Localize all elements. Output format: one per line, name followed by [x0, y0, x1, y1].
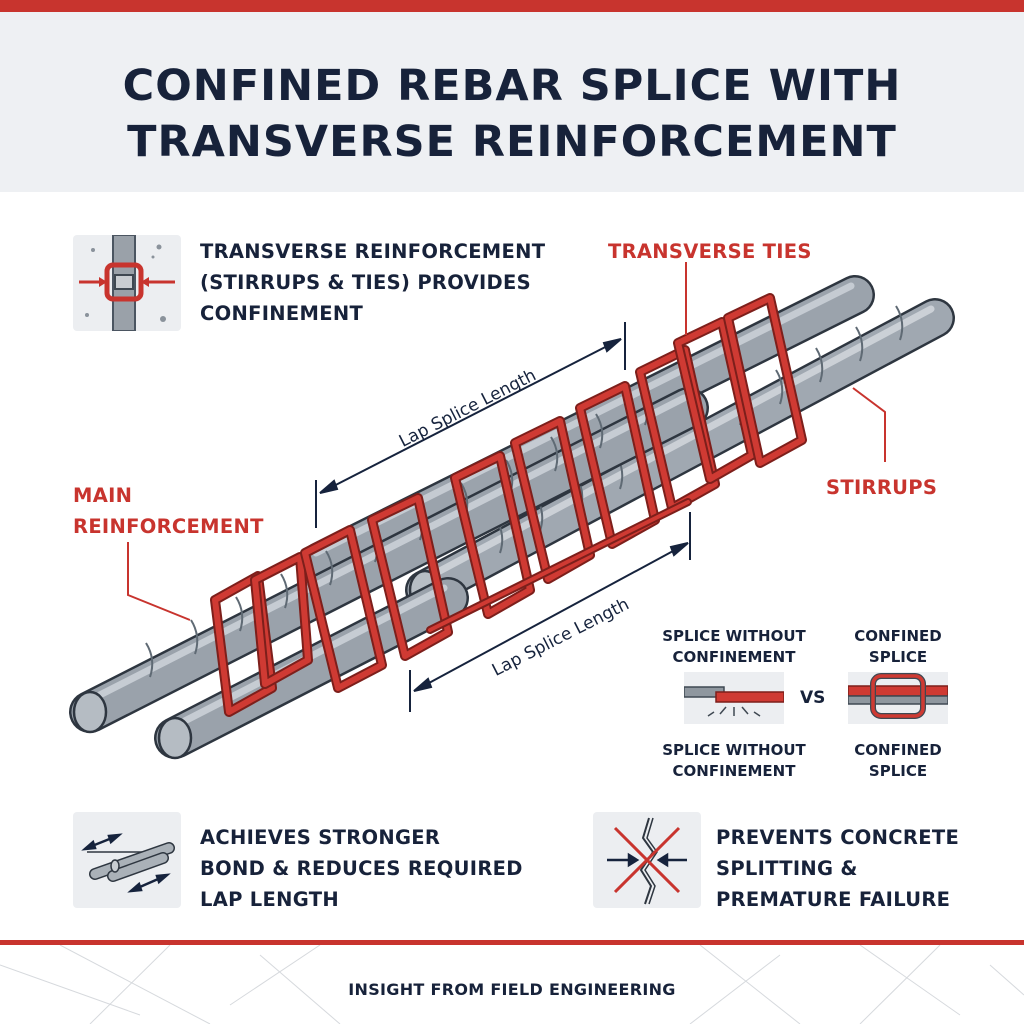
unconfined-splice-icon [684, 672, 784, 724]
stirrup [300, 525, 387, 693]
transverse-ties-label: TRANSVERSE TIES [608, 240, 812, 263]
lap-splice-dimension-lower [409, 512, 691, 712]
stirrups-group [210, 293, 807, 717]
title-line-2: TRANSVERSE REINFORCEMENT [127, 117, 897, 167]
stirrup [250, 552, 313, 689]
confinement-section-icon [73, 235, 181, 331]
splitting-benefit-text: PREVENTS CONCRETE SPLITTING & PREMATURE … [716, 826, 960, 911]
comparison-left-caption-bottom: SPLICE WITHOUT CONFINEMENT [662, 741, 806, 780]
comparison-left-caption-top: SPLICE WITHOUT CONFINEMENT [662, 627, 806, 666]
footer-accent-rule [0, 940, 1024, 945]
footer-credit: INSIGHT FROM FIELD ENGINEERING [348, 980, 676, 999]
stirrups-leader [852, 387, 886, 462]
footer-pattern [0, 945, 1024, 1024]
confined-splice-icon [848, 672, 948, 724]
stirrup [723, 293, 807, 468]
page-title: CONFINED REBAR SPLICE WITH TRANSVERSE RE… [0, 58, 1024, 170]
comparison-right-caption-bottom: CONFINED SPLICE [854, 741, 942, 780]
header-band [0, 12, 1024, 192]
stirrups-label: STIRRUPS [826, 476, 938, 499]
stirrup [367, 493, 453, 661]
title-line-1: CONFINED REBAR SPLICE WITH [122, 61, 902, 111]
stirrup [210, 571, 277, 717]
stirrup [673, 317, 757, 484]
crack-prevention-icon [593, 812, 701, 908]
stirrup [450, 451, 535, 619]
main-reinforcement-label: MAIN REINFORCEMENT [73, 484, 264, 538]
comparison-vs: VS [800, 688, 826, 708]
bond-benefit-text: ACHIEVES STRONGER BOND & REDUCES REQUIRE… [200, 826, 523, 911]
top-accent-bar [0, 0, 1024, 12]
stirrup [635, 345, 720, 513]
lap-splice-label-lower: Lap Splice Length [489, 594, 633, 680]
lap-splice-dimension-upper [315, 322, 626, 528]
confinement-callout-text: TRANSVERSE REINFORCEMENT (STIRRUPS & TIE… [200, 240, 546, 325]
comparison-right-caption-top: CONFINED SPLICE [854, 627, 942, 666]
main-reinforcement-leader [127, 542, 191, 621]
bond-arrows-icon [73, 812, 181, 908]
